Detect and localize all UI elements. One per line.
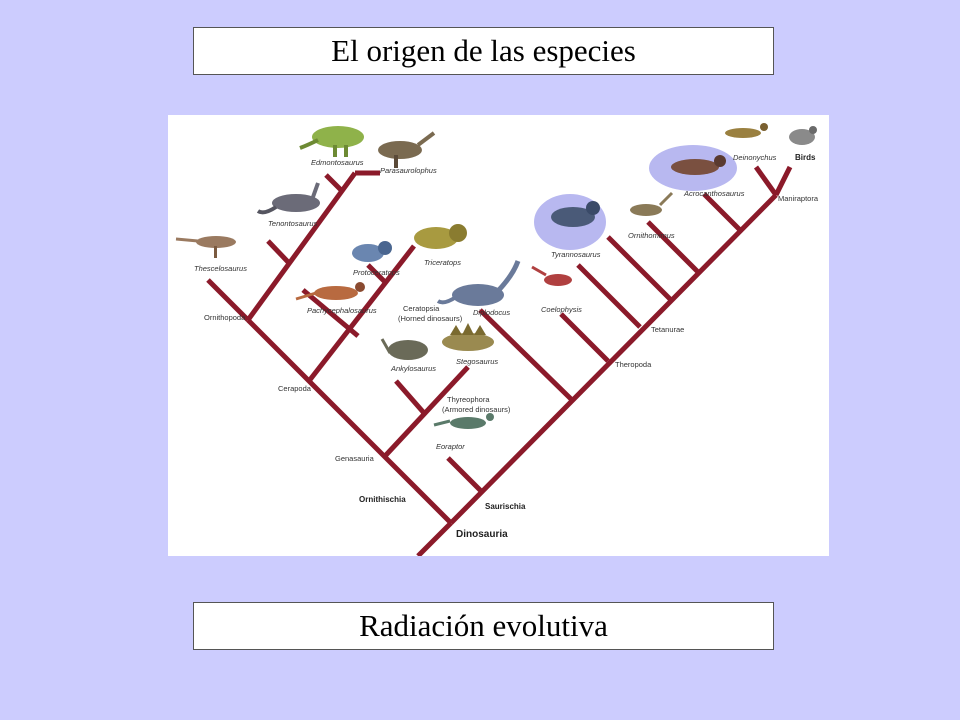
label-dinosauria: Dinosauria bbox=[456, 529, 508, 540]
branch-pachycephalosaurus bbox=[301, 288, 360, 338]
dino-protoceratops-icon bbox=[352, 241, 392, 262]
branch-tyrannosaurus bbox=[576, 263, 642, 329]
cladogram: Edmontosaurus Parasaurolophus Tenontosau… bbox=[168, 115, 829, 556]
label-protoceratops: Protoceratops bbox=[353, 268, 400, 277]
branch-thyreophora bbox=[384, 365, 470, 457]
label-acrocanthosaurus: Acrocanthosaurus bbox=[683, 189, 745, 198]
label-thyreophora: Thyreophora bbox=[447, 395, 490, 404]
label-ceratopsia-note: (Horned dinosaurs) bbox=[398, 314, 463, 323]
label-pachycephalosaurus: Pachycephalosaurus bbox=[307, 306, 377, 315]
label-diplodocus: Diplodocus bbox=[473, 308, 510, 317]
dino-tenontosaurus-icon bbox=[256, 182, 320, 215]
label-thyreophora-note: (Armored dinosaurs) bbox=[442, 405, 511, 414]
label-genasauria: Genasauria bbox=[335, 454, 375, 463]
label-tenontosaurus: Tenontosaurus bbox=[268, 219, 318, 228]
branch-thescelosaurus bbox=[206, 278, 250, 322]
dino-thescelosaurus-icon bbox=[175, 236, 236, 258]
label-coelophysis: Coelophysis bbox=[541, 305, 582, 314]
dino-stegosaurus-icon bbox=[442, 323, 494, 351]
branch-ornithopoda-spine bbox=[245, 171, 358, 322]
branch-ankylosaurus bbox=[394, 379, 426, 415]
branch-protoceratops bbox=[366, 263, 388, 285]
label-ceratopsia: Ceratopsia bbox=[403, 304, 440, 313]
branch-ornithomimus bbox=[646, 220, 700, 274]
branch-tenontosaurus bbox=[266, 239, 291, 265]
label-edmontosaurus: Edmontosaurus bbox=[311, 158, 364, 167]
label-deinonychus: Deinonychus bbox=[733, 153, 777, 162]
tree-branches bbox=[206, 165, 793, 556]
label-ornithomimus: Ornithomimus bbox=[628, 231, 675, 240]
label-stegosaurus: Stegosaurus bbox=[456, 357, 498, 366]
label-eoraptor: Eoraptor bbox=[436, 442, 465, 451]
label-tyrannosaurus: Tyrannosaurus bbox=[551, 250, 601, 259]
label-theropoda: Theropoda bbox=[615, 360, 652, 369]
branch-edmontosaurus bbox=[324, 173, 344, 193]
branch-saurischia-spine bbox=[449, 193, 778, 525]
dino-pachycephalosaurus-icon bbox=[295, 282, 365, 301]
dino-coelophysis-icon bbox=[531, 265, 572, 286]
slide-footer: Radiación evolutiva bbox=[193, 602, 774, 650]
dino-eoraptor-icon bbox=[433, 413, 494, 429]
branch-acrocanthosaurus bbox=[702, 192, 742, 232]
label-saurischia: Saurischia bbox=[485, 502, 526, 511]
label-parasaurolophus: Parasaurolophus bbox=[380, 166, 437, 175]
branch-eoraptor bbox=[446, 456, 484, 494]
dino-edmontosaurus-icon bbox=[299, 126, 364, 157]
dino-triceratops-icon bbox=[414, 224, 467, 249]
label-ankylosaurus: Ankylosaurus bbox=[390, 364, 436, 373]
dino-deinonychus-icon bbox=[725, 123, 768, 138]
birds-pigeon-icon bbox=[789, 126, 817, 145]
slide-title: El origen de las especies bbox=[193, 27, 774, 75]
dino-ankylosaurus-icon bbox=[380, 338, 428, 360]
label-ornithischia: Ornithischia bbox=[359, 495, 406, 504]
cladogram-svg: Edmontosaurus Parasaurolophus Tenontosau… bbox=[175, 123, 819, 556]
label-triceratops: Triceratops bbox=[424, 258, 461, 267]
dino-ornithomimus-icon bbox=[630, 191, 674, 216]
branch-marginocephalia bbox=[307, 244, 416, 383]
dino-tyrannosaurus-icon bbox=[551, 201, 600, 227]
branch-ornithischia-spine bbox=[246, 318, 453, 525]
dino-diplodocus-icon bbox=[436, 260, 521, 306]
label-maniraptora: Maniraptora bbox=[778, 194, 819, 203]
dino-acrocanthosaurus-icon bbox=[671, 155, 726, 175]
branch-trunk bbox=[416, 521, 453, 556]
label-ornithopoda: Ornithopoda bbox=[204, 313, 246, 322]
dino-parasaurolophus-icon bbox=[378, 131, 436, 168]
branch-ornithomimus-branch bbox=[606, 235, 672, 301]
label-tetanurae: Tetanurae bbox=[651, 325, 684, 334]
branch-deinonychus bbox=[753, 165, 779, 197]
branch-birds bbox=[773, 165, 793, 197]
label-birds: Birds bbox=[795, 153, 816, 162]
branch-coelophysis bbox=[559, 312, 610, 363]
label-thescelosaurus: Thescelosaurus bbox=[194, 264, 247, 273]
label-cerapoda: Cerapoda bbox=[278, 384, 312, 393]
branch-diplodocus bbox=[478, 308, 573, 401]
